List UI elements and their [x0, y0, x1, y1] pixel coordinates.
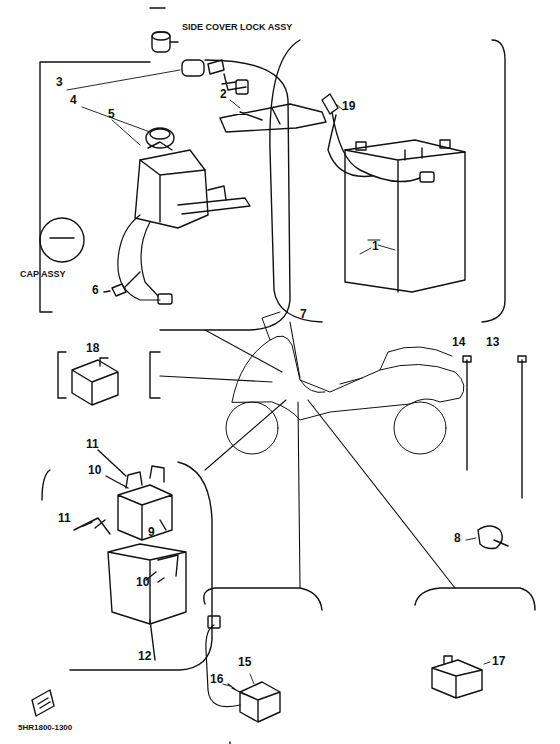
pointer-line — [160, 322, 455, 588]
callout-number: 5 — [108, 108, 115, 121]
part-name: CAP ASSY — [20, 270, 66, 280]
flasher-relay — [72, 358, 118, 405]
callout-number: 13 — [486, 336, 499, 349]
group-bracket — [160, 60, 290, 330]
battery — [345, 140, 465, 292]
cap-assy — [50, 237, 74, 238]
callout-number: 12 — [138, 650, 151, 663]
wire-clip — [478, 526, 508, 549]
cap-assy — [40, 218, 84, 262]
callout-number: 10 — [88, 464, 101, 477]
callout-number: 11 — [86, 438, 99, 451]
ignition-switch — [118, 142, 250, 304]
callout-number: 16 — [210, 673, 223, 686]
cable-tie — [463, 356, 526, 498]
starter-switch — [206, 616, 280, 722]
callout-number: 6 — [92, 284, 99, 297]
group-bracket — [42, 462, 212, 670]
callout-number: 7 — [300, 308, 307, 321]
group-bracket — [482, 40, 505, 322]
rectifier-regulator — [74, 450, 186, 660]
lead-wire — [420, 172, 434, 182]
callout-number: 19 — [342, 100, 355, 113]
callout-number: 3 — [56, 76, 63, 89]
callout-number: 1 — [372, 240, 379, 253]
callout-number: 15 — [238, 656, 251, 669]
callout-number: 2 — [220, 88, 227, 101]
side-cover-lock — [152, 32, 178, 52]
callout-number: 18 — [86, 342, 99, 355]
leader-line — [466, 538, 476, 540]
callout-number: 9 — [148, 526, 155, 539]
lead-wire — [322, 94, 420, 182]
starter-relay — [432, 656, 490, 698]
key-set — [67, 60, 248, 148]
orientation-icon — [32, 690, 54, 716]
callout-number: 17 — [492, 655, 505, 668]
callout-number: 14 — [452, 336, 465, 349]
battery-band — [220, 104, 326, 132]
group-bracket — [40, 8, 165, 312]
callout-number: 10 — [136, 576, 149, 589]
screw — [104, 272, 140, 296]
leader-line — [230, 100, 240, 108]
leader-line — [336, 104, 343, 110]
group-bracket — [204, 588, 535, 744]
callout-number: 4 — [70, 94, 77, 107]
callout-number: 8 — [454, 532, 461, 545]
callout-number: 11 — [58, 512, 71, 525]
part-name: 5HR1800-1300 — [18, 724, 72, 733]
group-bracket — [270, 40, 322, 322]
scooter-silhouette — [226, 312, 464, 454]
leader-line — [360, 248, 371, 254]
part-name: SIDE COVER LOCK ASSY — [182, 23, 292, 33]
